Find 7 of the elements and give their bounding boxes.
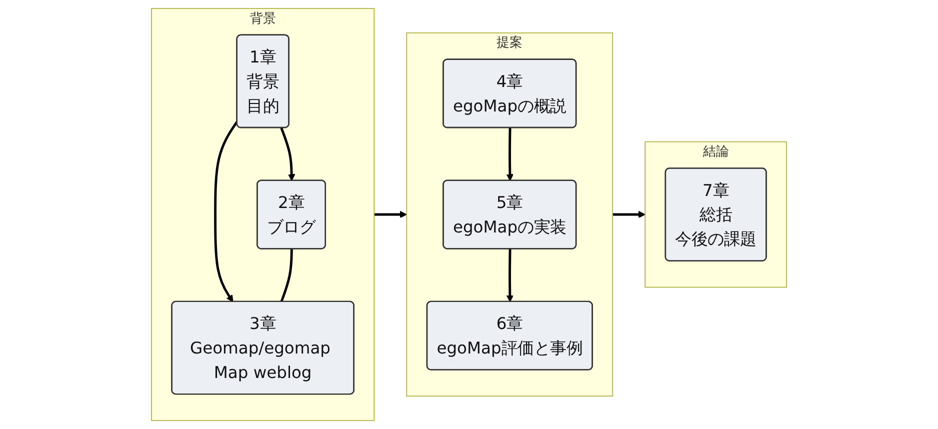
arrow <box>214 120 238 302</box>
arrow <box>506 128 514 182</box>
arrow <box>612 210 646 218</box>
arrow <box>280 128 296 182</box>
arrow <box>506 249 514 302</box>
connector <box>280 249 293 302</box>
arrow <box>374 210 407 218</box>
